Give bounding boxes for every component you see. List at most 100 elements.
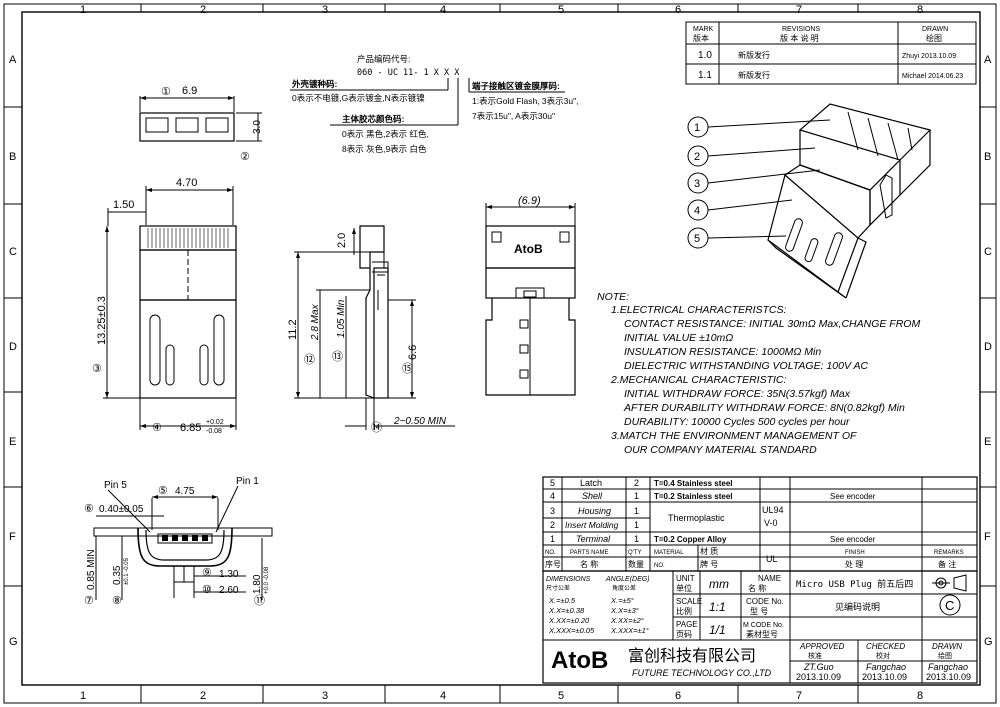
dim-6-85: 6.85 [180, 422, 201, 434]
row-label-a: A [9, 54, 17, 66]
col-label-4-bottom: 4 [440, 690, 446, 702]
rev-head-drawn-cn: 绘图 [926, 33, 942, 43]
ang-xxx: X.XX=±2° [610, 616, 644, 625]
bom-ul94: UL94 [762, 505, 784, 515]
iso-label-2: 2 [694, 151, 700, 163]
col-label-7-bottom: 7 [796, 690, 802, 702]
scale-value: 1:1 [709, 600, 726, 614]
approved-en: APPROVED [799, 642, 845, 651]
company-name-en: FUTURE TECHNOLOGY CO.,LTD [632, 668, 772, 678]
row-label-d-right: D [984, 341, 992, 353]
col-label-5-bottom: 5 [558, 690, 564, 702]
checked-cn: 校对 [876, 651, 890, 660]
bom-row4-material: T=0.2 Stainless steel [654, 492, 733, 501]
row-label-c-right: C [984, 246, 992, 258]
bom-row3-name: Housing [578, 506, 611, 516]
row-label-f: F [9, 531, 16, 543]
note-6: 2.MECHANICAL CHARACTERISTIC: [610, 374, 787, 386]
balloon-12: ⑫ [304, 353, 315, 366]
bom-head-name-cn: 名 称 [580, 559, 598, 569]
name-cn: 名 称 [748, 583, 766, 593]
rev-head-rev-en: REVISIONS [782, 26, 820, 33]
note-3: INITIAL VALUE ±10mΩ [624, 332, 733, 344]
col-label-4: 4 [440, 4, 446, 16]
tol-xx: X.X=±0.38 [548, 606, 585, 615]
balloon-3: ③ [92, 363, 102, 375]
tol-dim-en: DIMENSIONS [546, 576, 591, 583]
rear-view: (6.9) AtoB [485, 195, 576, 396]
bom-row2-no: 2 [550, 520, 555, 530]
rev-head-mark-en: MARK [693, 26, 714, 33]
dim-11-2: 11.2 [287, 319, 299, 340]
ang-xxxx: X.XXX=±1° [610, 626, 649, 635]
row-label-e: E [9, 436, 16, 448]
tol-xxx: X.XX=±0.20 [548, 616, 590, 625]
balloon-10: ⑩ [202, 584, 212, 596]
drawn-date: 2013.10.09 [926, 672, 971, 682]
plating-title: 外壳镀种码: [291, 79, 338, 89]
mcode-en: M CODE No. [743, 622, 784, 629]
tol-ang-cn: 角度公差 [612, 584, 636, 592]
copyright-letter: C [945, 598, 954, 613]
contact-title: 端子接触区镀金膜厚码: [472, 81, 560, 91]
balloon-14: ⑭ [371, 421, 382, 434]
dim-4-75: 4.75 [175, 486, 195, 497]
note-10: 3.MATCH THE ENVIRONMENT MANAGEMENT OF [611, 430, 857, 442]
bom-row3-no: 3 [550, 506, 555, 516]
color-desc-1: 0表示 黑色,2表示 红色, [342, 129, 429, 139]
rear-view-logo: AtoB [514, 242, 543, 256]
row-label-b-right: B [984, 151, 991, 163]
balloon-6: ⑥ [84, 503, 94, 515]
row-label-f-right: F [984, 531, 991, 543]
rev-head-mark-cn: 版本 [693, 33, 709, 43]
approved-by: ZT.Guo [803, 662, 834, 672]
bom-row5-qty: 2 [634, 478, 639, 488]
balloon-9: ⑨ [202, 567, 212, 579]
dim-0-35-tol: ±0.1 -0.05 [124, 557, 130, 585]
col-label-3-bottom: 3 [322, 690, 328, 702]
bom-row1-qty: 1 [634, 534, 639, 544]
bom-row1-name: Terminal [576, 534, 611, 544]
part-code-value: 060 - UC 11- 1 X X X [357, 68, 460, 78]
balloon-1: ① [161, 86, 171, 98]
col-label-3: 3 [322, 4, 328, 16]
col-label-5: 5 [558, 4, 564, 16]
bom-row4-no: 4 [550, 491, 555, 501]
bom-head-finish-en: FINISH [845, 550, 865, 556]
pin-view: Pin 5 Pin 1 ⑤ 4.75 ⑥ 0.40±0.05 0.85 MIN … [84, 476, 273, 607]
company-name-cn: 富创科技有限公司 [628, 647, 756, 665]
unit-cn: 单位 [676, 583, 692, 593]
isometric-view: 1 2 3 4 5 [687, 103, 932, 299]
code-cn: 型 号 [750, 607, 768, 616]
bom-head-no-cn: 序号 [545, 559, 561, 569]
bom-head-qty-cn: 数量 [628, 559, 644, 569]
color-title: 主体胶芯颜色码: [342, 114, 405, 124]
bom-row5-name: Latch [580, 478, 602, 488]
bom-row3-qty: 1 [634, 506, 639, 516]
unit-en: UNIT [676, 574, 695, 583]
code-en: CODE No. [746, 597, 784, 606]
bom-head-ul: UL [766, 554, 778, 564]
rev-row1-desc: 新版发行 [738, 50, 770, 60]
rev-row1-drawn: Zhuyi 2013.10.09 [902, 53, 956, 60]
bom-head-material-en: MATERIAL [654, 550, 684, 556]
scale-en: SCALE [676, 597, 702, 606]
iso-label-1: 1 [694, 122, 700, 134]
drawn-cn: 绘图 [938, 651, 952, 660]
dim-6-85-tol-lower: -0.08 [206, 428, 222, 435]
note-9: DURABILITY: 10000 Cycles 500 cycles per … [624, 416, 850, 428]
mcode-cn: 素材型号 [746, 629, 778, 639]
part-code-title: 产品编码代号: [357, 54, 410, 64]
tol-x: X.=±0.5 [548, 596, 576, 605]
revision-table: MARK 版本 REVISIONS 版 本 说 明 DRAWN 绘图 1.0 新… [685, 21, 977, 85]
bom-row1-finish: See encoder [830, 535, 876, 544]
note-1: 1.ELECTRICAL CHARACTERISTCS: [611, 304, 787, 316]
company-logo: AtoB [551, 647, 608, 674]
bom-table: 5 Latch 2 T=0.4 Stainless steel 4 Shell … [542, 476, 978, 572]
col-label-1: 1 [80, 4, 86, 16]
code-value: 见编码说明 [835, 601, 880, 612]
bom-row2-qty: 1 [634, 520, 639, 530]
name-value: Micro USB Plug 前五后四 [796, 578, 913, 590]
rev-row1-mark: 1.0 [698, 50, 712, 61]
iso-label-3: 3 [694, 178, 700, 190]
